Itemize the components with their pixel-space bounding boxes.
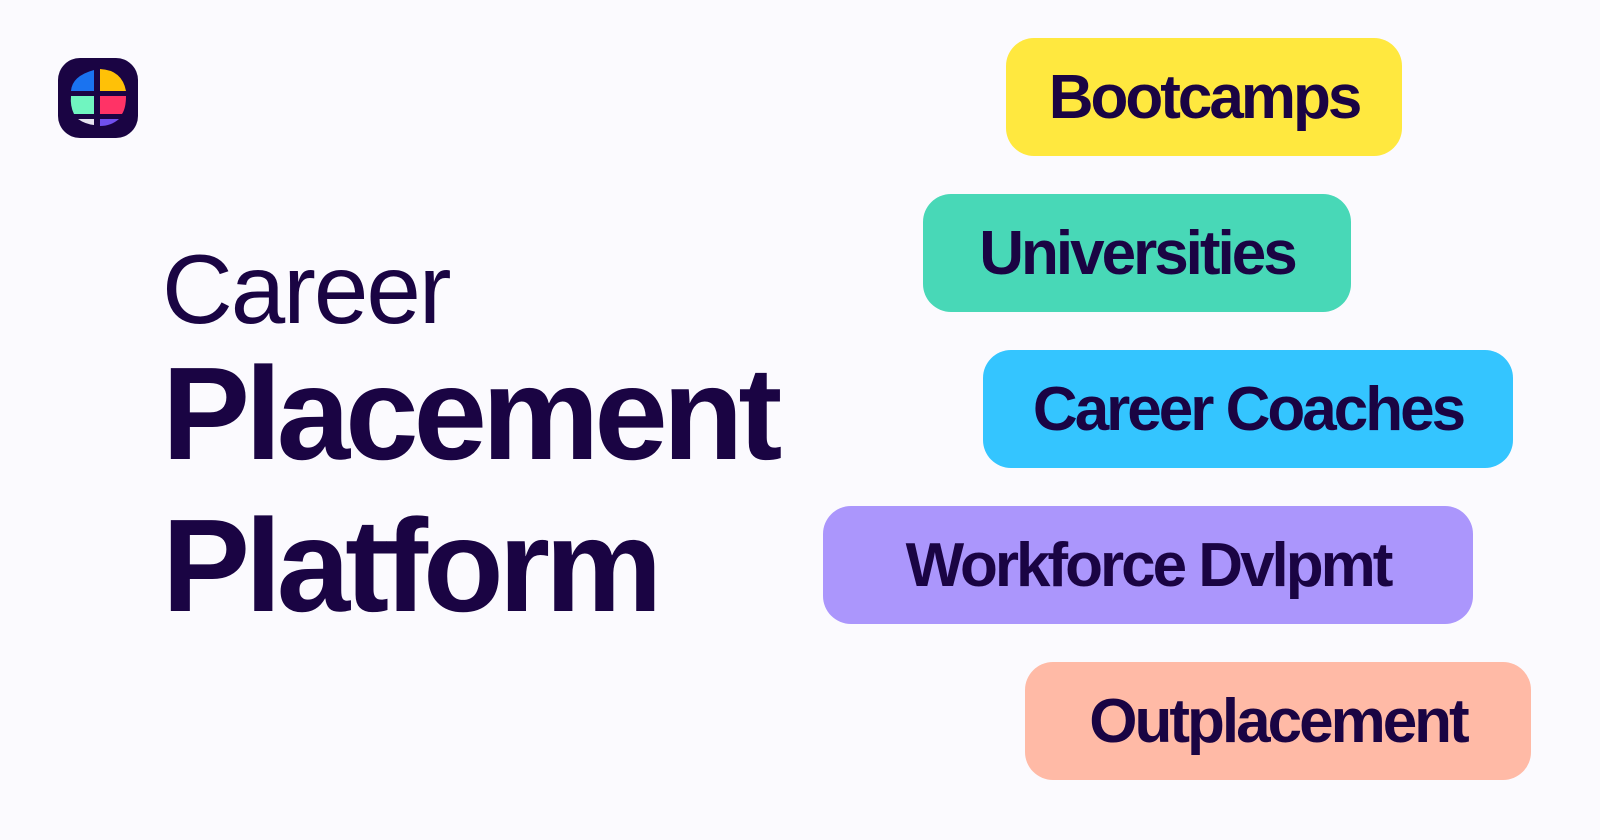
segmented-globe-icon: [70, 69, 126, 126]
headline: Career Placement Platform: [162, 234, 782, 642]
headline-line-placement: Placement: [162, 340, 782, 487]
headline-line-career: Career: [162, 234, 452, 344]
headline-line-platform: Platform: [162, 492, 662, 639]
logo: [58, 58, 138, 138]
tag-universities: Universities: [923, 194, 1351, 312]
tag-career-coaches: Career Coaches: [983, 350, 1513, 468]
tag-bootcamps: Bootcamps: [1006, 38, 1402, 156]
tag-outplacement: Outplacement: [1025, 662, 1531, 780]
tag-workforce-development: Workforce Dvlpmt: [823, 506, 1473, 624]
